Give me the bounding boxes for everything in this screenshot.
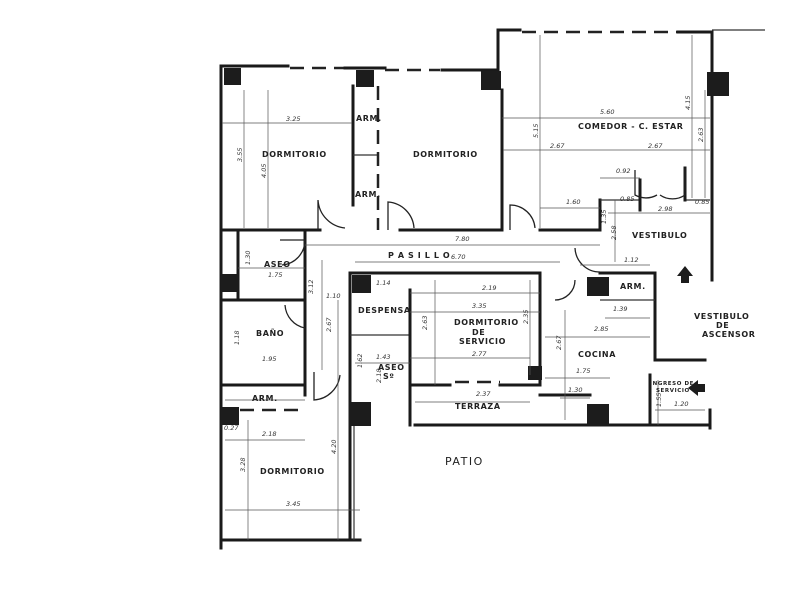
dimension-label: 3.55 <box>236 148 244 162</box>
door <box>387 201 415 230</box>
door <box>634 170 658 199</box>
arrow-up-icon <box>677 266 693 283</box>
dimension-label: 2.67 <box>325 317 333 332</box>
dimension-label: 2.67 <box>555 335 563 350</box>
dimension-label: 1.75 <box>268 271 282 279</box>
dimension-label: 3.45 <box>286 500 300 508</box>
dimension-label: 3.12 <box>307 280 315 294</box>
dimension-label: 5.15 <box>532 124 540 138</box>
dimension-label: 1.35 <box>600 210 608 224</box>
room-label-bano: BAÑO <box>256 328 284 338</box>
room-label-dormitorio: DORMITORIO <box>262 150 327 159</box>
dimension-label: 1.10 <box>326 292 340 300</box>
dimension-label: 2.63 <box>697 128 705 142</box>
dimension-label: 1.20 <box>674 400 688 408</box>
dimension-labels: 3.25 3.55 4.05 7.80 6.70 5.60 5.15 4.15 2.63 2.67… <box>224 96 709 508</box>
room-label-armario: ARM. <box>620 282 646 291</box>
dimension-label: 0.27 <box>224 424 239 432</box>
dimension-label: 6.70 <box>451 253 465 261</box>
room-label-aseo: ASEO <box>264 260 291 269</box>
dimension-label: 2.85 <box>594 325 608 333</box>
dimension-label: 5.60 <box>600 108 614 116</box>
dimension-label: 4.15 <box>684 96 692 110</box>
room-label-aseo-servicio: ASEO <box>378 363 405 372</box>
door <box>659 168 686 200</box>
dimension-label: 2.35 <box>522 310 530 324</box>
room-label-vestibulo: VESTIBULO <box>632 231 687 240</box>
dimension-label: 2.98 <box>658 205 672 213</box>
room-label-aseo-servicio: Sº <box>383 372 394 381</box>
dimension-label: 4.05 <box>260 164 268 178</box>
dimension-label: 1.43 <box>376 353 390 361</box>
dimension-label: 1.14 <box>376 279 390 287</box>
room-label-dormitorio-servicio: DE <box>472 328 485 337</box>
room-label-patio: PATIO <box>445 455 484 468</box>
door <box>313 372 341 401</box>
door <box>280 239 306 266</box>
room-label-ingreso-servicio: INGRESO DE <box>650 381 694 387</box>
dimension-label: 1.30 <box>568 386 582 394</box>
dimension-label: 2.19 <box>482 284 496 292</box>
dimension-label: 1.12 <box>624 256 638 264</box>
door <box>574 247 601 273</box>
dimension-label: 1.75 <box>576 367 590 375</box>
room-label-armario: ARM. <box>356 114 382 123</box>
room-labels: DORMITORIO ARM. ARM. DORMITORIO COMEDOR … <box>252 114 756 476</box>
door <box>554 279 576 301</box>
door <box>284 304 306 329</box>
room-label-vestibulo-ascensor: VESTIBULO <box>694 312 749 321</box>
dimension-label: 1.55 <box>655 393 663 407</box>
room-label-cocina: COCINA <box>578 350 616 359</box>
room-label-armario: ARM. <box>355 190 381 199</box>
dimension-label: 1.18 <box>233 331 241 345</box>
dimension-label: 1.30 <box>244 251 252 265</box>
arrows <box>677 266 705 396</box>
dimension-label: 3.28 <box>239 458 247 472</box>
dimension-label: 3.35 <box>472 302 486 310</box>
dimension-label: 0.85 <box>695 198 709 206</box>
pillars <box>221 68 729 426</box>
dimension-label: 1.62 <box>356 354 364 368</box>
dimension-label: 7.80 <box>455 235 469 243</box>
door <box>509 204 536 230</box>
room-label-ingreso-servicio: SERVICIO <box>656 388 690 394</box>
room-label-vestibulo-ascensor: DE <box>716 321 729 330</box>
dimension-label: 2.63 <box>421 316 429 330</box>
dimension-label: 0.92 <box>616 167 630 175</box>
room-label-dormitorio-servicio: SERVICIO <box>459 337 506 346</box>
dimension-label: 1.95 <box>262 355 276 363</box>
dimension-label: 2.37 <box>476 390 491 398</box>
room-label-dormitorio: DORMITORIO <box>413 150 478 159</box>
arrow-left-icon <box>688 380 705 396</box>
dimension-label: 2.67 <box>550 142 565 150</box>
dimension-label: 4.20 <box>330 440 338 454</box>
dimension-label: 1.39 <box>613 305 627 313</box>
dimension-label: 2.77 <box>472 350 487 358</box>
room-label-comedor: COMEDOR - C. ESTAR <box>578 122 684 131</box>
dimension-label: 0.85 <box>620 195 634 203</box>
doors <box>280 168 686 401</box>
door <box>317 199 346 230</box>
dimension-label: 2.58 <box>610 226 618 240</box>
room-label-pasillo: P A S I L L O <box>388 251 450 260</box>
room-label-terraza: TERRAZA <box>455 402 501 411</box>
dimension-label: 1.60 <box>566 198 580 206</box>
dimension-label: 2.18 <box>375 369 383 383</box>
dimension-label: 2.18 <box>262 430 276 438</box>
dimension-lines <box>222 35 710 540</box>
room-label-dormitorio-servicio: DORMITORIO <box>454 318 519 327</box>
room-label-despensa: DESPENSA <box>358 306 411 315</box>
room-label-vestibulo-ascensor: ASCENSOR <box>702 330 756 339</box>
room-label-armario: ARM. <box>252 394 278 403</box>
dimension-label: 3.25 <box>286 115 300 123</box>
room-label-dormitorio: DORMITORIO <box>260 467 325 476</box>
dimension-label: 2.67 <box>648 142 663 150</box>
